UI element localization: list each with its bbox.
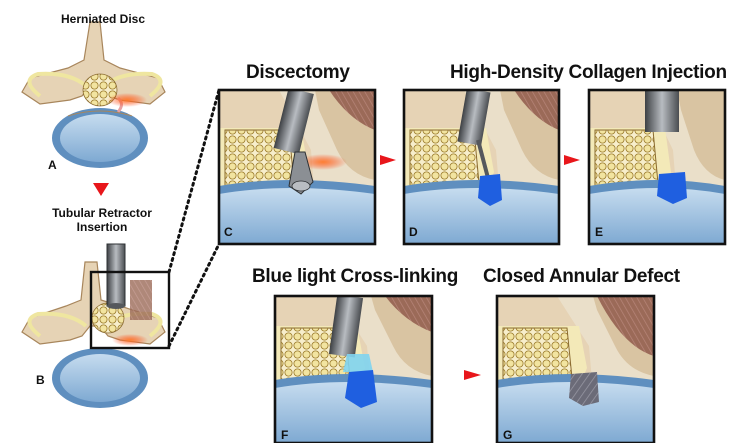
panel-c (219, 88, 375, 244)
panel-d (404, 88, 559, 244)
panel-f (275, 294, 432, 443)
tubular-retractor-label: Tubular Retractor Insertion (40, 206, 164, 234)
right-arrow (464, 370, 481, 380)
panel-letter-d: D (409, 225, 418, 239)
panel-letter-f: F (281, 428, 288, 442)
right-arrow (564, 155, 580, 165)
vertebra-a-drawing (22, 22, 165, 168)
down-arrow (93, 183, 109, 196)
panel-g (497, 296, 654, 443)
discectomy-title: Discectomy (246, 62, 350, 84)
panel-letter-g: G (503, 428, 512, 442)
right-arrow (380, 155, 396, 165)
panel-letter-a: A (48, 158, 57, 172)
closed-defect-title: Closed Annular Defect (483, 266, 680, 288)
tubular-retractor-line1: Tubular Retractor (40, 206, 164, 220)
blue-light-title: Blue light Cross-linking (252, 266, 458, 288)
zoom-line-top (169, 90, 219, 272)
panel-letter-e: E (595, 225, 603, 239)
herniated-disc-label: Herniated Disc (60, 12, 146, 26)
collagen-injection-title: High-Density Collagen Injection (450, 62, 727, 84)
panel-letter-b: B (36, 373, 45, 387)
panel-letter-c: C (224, 225, 233, 239)
panel-e (589, 90, 725, 244)
tubular-retractor-line2: Insertion (40, 220, 164, 234)
zoom-line-bottom (169, 244, 219, 346)
